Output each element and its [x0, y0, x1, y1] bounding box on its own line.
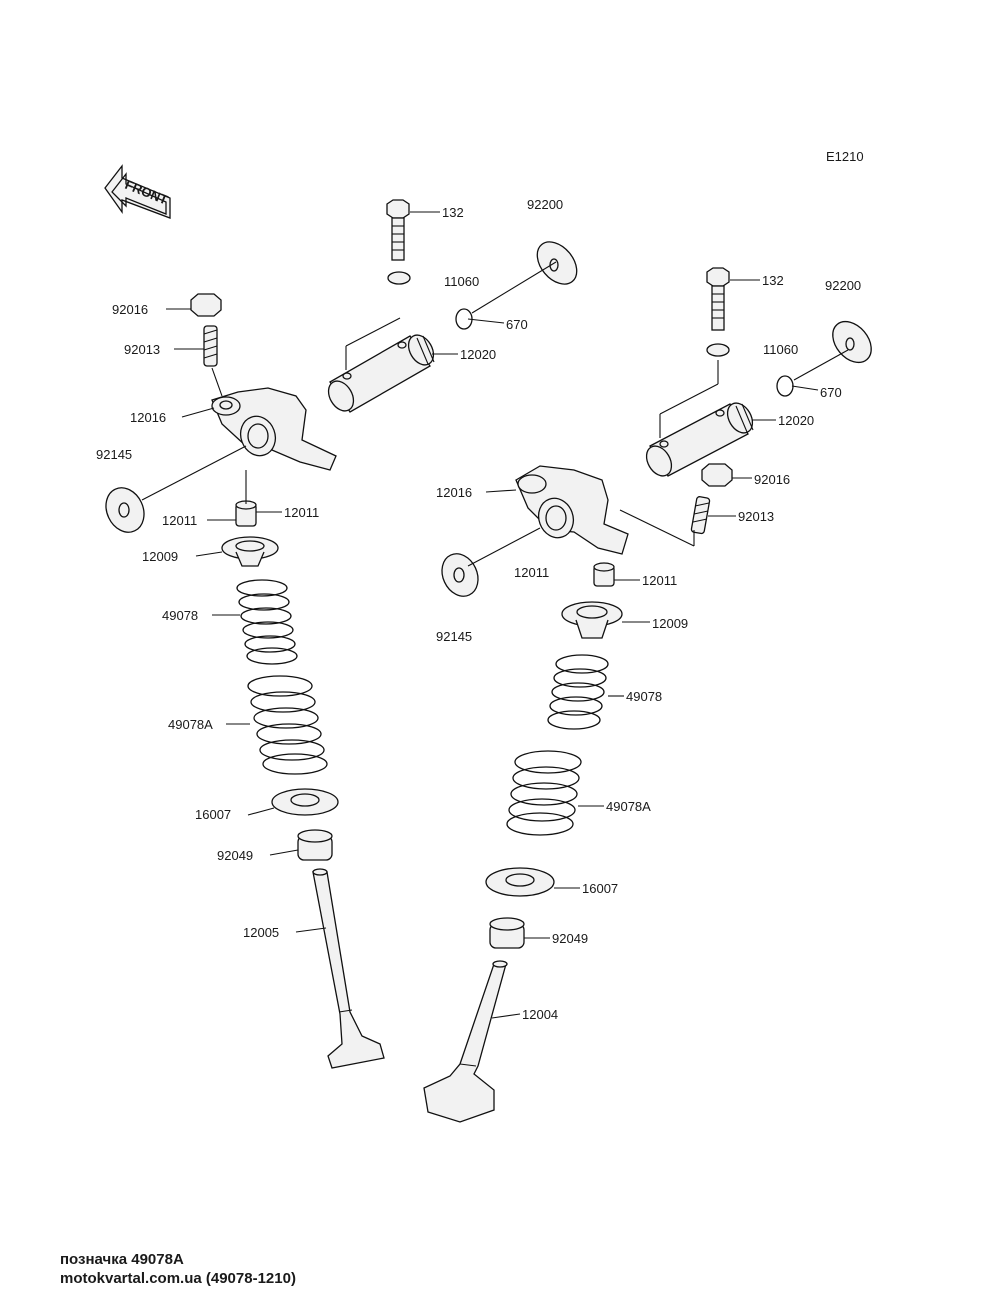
label-12011-left-1: 12011	[162, 513, 197, 528]
pad-12011-right	[593, 562, 615, 587]
label-92013-right: 92013	[738, 509, 774, 524]
leader-lines-left	[141, 211, 557, 933]
label-16007-right: 16007	[582, 881, 618, 896]
outer-spring-49078A-right	[506, 750, 582, 836]
label-132-right: 132	[762, 273, 784, 288]
label-92145-right: 92145	[436, 629, 472, 644]
pad-12011-left	[235, 500, 257, 527]
label-92049-left: 92049	[217, 848, 253, 863]
diagram-code: E1210	[826, 149, 864, 164]
label-92200-left: 92200	[527, 197, 563, 212]
label-92049-right: 92049	[552, 931, 588, 946]
valve-12004	[423, 960, 508, 1123]
label-11060-right: 11060	[763, 342, 798, 357]
adjuster-92013-right	[690, 496, 711, 535]
washer-92145-right	[441, 553, 479, 597]
o-ring-670-right	[776, 375, 794, 397]
washer-left	[387, 271, 411, 285]
label-12009-right: 12009	[652, 616, 688, 631]
outer-spring-49078A-left	[247, 675, 328, 775]
label-12011-left-2: 12011	[284, 505, 319, 520]
label-49078A-left: 49078A	[168, 717, 213, 732]
plate-92200-left	[536, 241, 578, 285]
label-11060-left: 11060	[444, 274, 479, 289]
seat-16007-right	[485, 867, 555, 897]
label-16007-left: 16007	[195, 807, 231, 822]
label-92016-right: 92016	[754, 472, 790, 487]
label-92016-left: 92016	[112, 302, 148, 317]
front-arrow-icon: FRONT	[104, 164, 171, 219]
bolt-132-left	[386, 199, 410, 261]
label-132-left: 132	[442, 205, 464, 220]
footer-caption: позначка 49078A	[60, 1251, 184, 1268]
label-49078-right: 49078	[626, 689, 662, 704]
label-670-left: 670	[506, 317, 528, 332]
plate-92200-right	[832, 320, 872, 364]
seal-92049-right	[489, 917, 525, 949]
label-12016-right: 12016	[436, 485, 472, 500]
label-12011-right-1: 12011	[514, 565, 549, 580]
rocker-arm-12016-left	[211, 387, 337, 471]
inner-spring-49078-left	[236, 579, 298, 665]
inner-spring-49078-right	[547, 654, 609, 730]
bolt-132-right	[706, 267, 730, 331]
rocker-arm-12016-right	[515, 465, 629, 555]
adjuster-92013-left	[203, 325, 218, 367]
seat-16007-left	[271, 788, 339, 816]
valve-12005	[312, 868, 385, 1069]
label-12020-right: 12020	[778, 413, 814, 428]
label-12020-left: 12020	[460, 347, 496, 362]
seal-92049-left	[297, 829, 333, 861]
rocker-shaft-12020-left	[327, 334, 435, 413]
nut-92016-left	[190, 293, 222, 317]
label-12005: 12005	[243, 925, 279, 940]
retainer-12009-right	[561, 601, 623, 639]
label-92200-right: 92200	[825, 278, 861, 293]
nut-92016-right	[701, 463, 733, 487]
label-12009-left: 12009	[142, 549, 178, 564]
label-12011-right-2: 12011	[642, 573, 677, 588]
footer-source: motokvartal.com.ua (49078-1210)	[60, 1270, 296, 1287]
retainer-12009-left	[221, 536, 279, 567]
label-12004: 12004	[522, 1007, 558, 1022]
washer-92145-left	[105, 487, 145, 533]
label-12016-left: 12016	[130, 410, 166, 425]
washer-right	[706, 343, 730, 357]
label-670-right: 670	[820, 385, 842, 400]
label-49078-left: 49078	[162, 608, 198, 623]
footer: позначка 49078A motokvartal.com.ua (4907…	[60, 1250, 296, 1288]
label-92013-left: 92013	[124, 342, 160, 357]
leader-lines-right	[467, 279, 849, 1019]
label-49078A-right: 49078A	[606, 799, 651, 814]
label-92145-left: 92145	[96, 447, 132, 462]
rocker-shaft-12020-right	[645, 402, 754, 477]
